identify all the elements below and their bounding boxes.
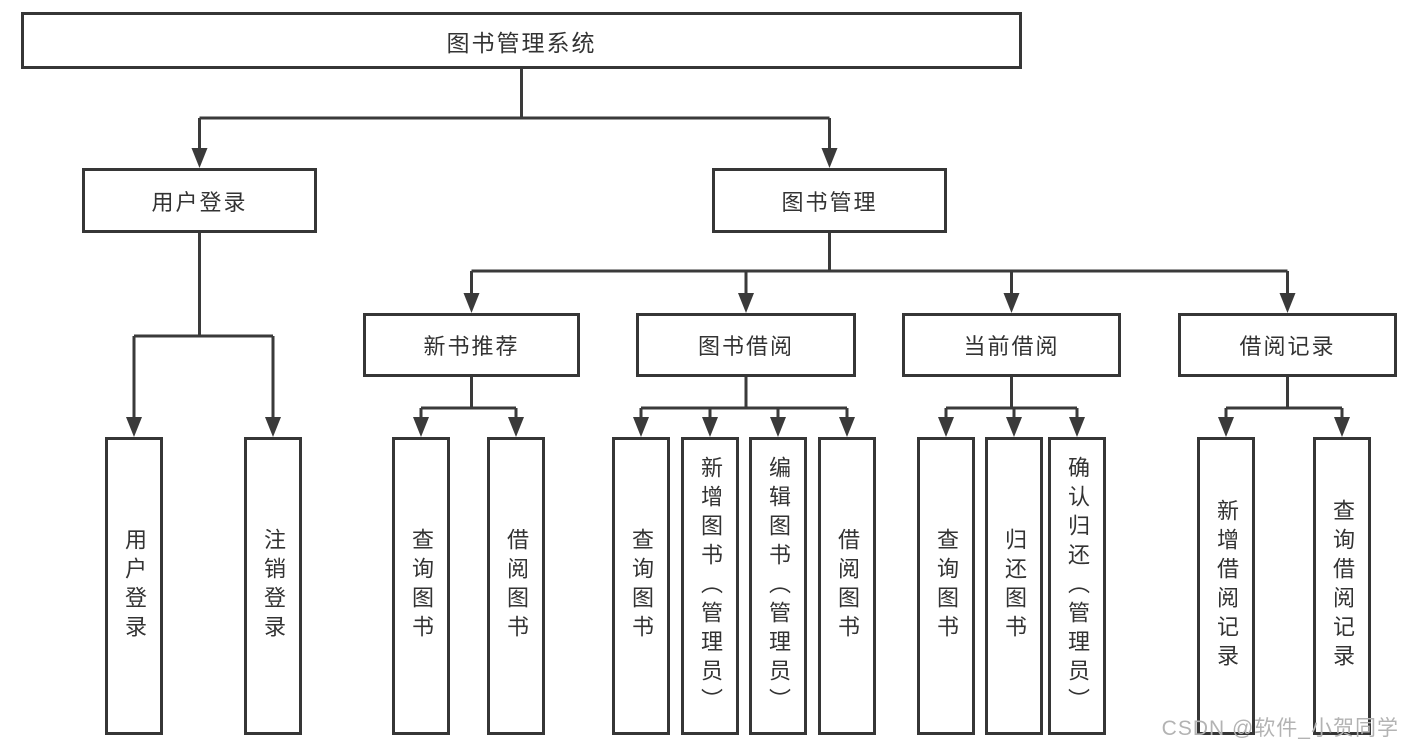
arrowhead (1006, 417, 1022, 437)
node-root: 图书管理系统 (21, 12, 1022, 69)
node-current-borrow: 当前借阅 (902, 313, 1121, 377)
leaf-logout: 注销登录 (244, 437, 302, 735)
leaf-nb-query-book-label: 查询图书 (409, 528, 434, 644)
arrowhead (1069, 417, 1085, 437)
node-book-management: 图书管理 (712, 168, 947, 233)
csdn-watermark: CSDN @软件_小贺同学 (1161, 717, 1399, 740)
arrowhead (191, 148, 208, 168)
leaf-nb-query-book: 查询图书 (392, 437, 450, 735)
arrowhead (738, 293, 754, 313)
arrowhead (1279, 293, 1296, 313)
leaf-cb-query-book-label: 查询图书 (934, 528, 959, 644)
arrowhead (702, 417, 718, 437)
node-root-label: 图书管理系统 (446, 29, 597, 56)
leaf-bb-add-book-admin-label: 新增图书（管理员） (698, 455, 723, 717)
leaf-cb-query-book: 查询图书 (917, 437, 975, 735)
arrowhead (1003, 293, 1020, 313)
node-current-borrow-label: 当前借阅 (963, 334, 1060, 359)
leaf-user-login: 用户登录 (105, 437, 163, 735)
arrowhead (463, 293, 480, 313)
arrowhead (770, 417, 786, 437)
arrowhead (413, 417, 429, 437)
node-book-borrow: 图书借阅 (636, 313, 856, 377)
arrowhead (821, 148, 838, 168)
arrowhead (633, 417, 649, 437)
node-new-book-recommend-label: 新书推荐 (423, 334, 520, 359)
connector-user-login-children (126, 232, 281, 437)
arrowhead (265, 417, 281, 437)
leaf-bb-borrow-book-label: 借阅图书 (835, 528, 860, 644)
leaf-br-query-record-label: 查询借阅记录 (1330, 499, 1355, 673)
node-new-book-recommend: 新书推荐 (363, 313, 580, 377)
leaf-cb-confirm-return-admin-label: 确认归还（管理员） (1065, 455, 1090, 717)
arrowhead (938, 417, 954, 437)
leaf-bb-query-book: 查询图书 (612, 437, 670, 735)
leaf-user-login-label: 用户登录 (122, 528, 147, 644)
leaf-bb-borrow-book: 借阅图书 (818, 437, 876, 735)
leaf-br-query-record: 查询借阅记录 (1313, 437, 1371, 735)
connector-root-to-level2 (191, 68, 838, 168)
arrowhead (1218, 417, 1234, 437)
leaf-cb-confirm-return-admin: 确认归还（管理员） (1048, 437, 1106, 735)
node-book-borrow-label: 图书借阅 (697, 334, 794, 359)
node-user-login-label: 用户登录 (151, 189, 248, 215)
leaf-nb-borrow-book: 借阅图书 (487, 437, 545, 735)
leaf-bb-add-book-admin: 新增图书（管理员） (681, 437, 739, 735)
leaf-bb-query-book-label: 查询图书 (629, 528, 654, 644)
leaf-cb-return-book: 归还图书 (985, 437, 1043, 735)
leaf-br-add-record-label: 新增借阅记录 (1214, 499, 1239, 673)
connector-book-borrow-children (633, 377, 855, 437)
node-borrow-record-label: 借阅记录 (1239, 334, 1336, 359)
arrowhead (1334, 417, 1350, 437)
node-book-management-label: 图书管理 (781, 189, 878, 215)
connector-book-mgmt-children (463, 232, 1296, 313)
node-user-login: 用户登录 (82, 168, 317, 233)
arrowhead (839, 417, 855, 437)
leaf-logout-label: 注销登录 (261, 528, 286, 644)
leaf-nb-borrow-book-label: 借阅图书 (504, 528, 529, 644)
connector-current-borrow-children (938, 377, 1085, 437)
leaf-bb-edit-book-admin: 编辑图书（管理员） (749, 437, 807, 735)
connector-borrow-record-children (1218, 377, 1350, 437)
leaf-bb-edit-book-admin-label: 编辑图书（管理员） (766, 455, 791, 717)
arrowhead (508, 417, 524, 437)
node-borrow-record: 借阅记录 (1178, 313, 1397, 377)
leaf-cb-return-book-label: 归还图书 (1002, 528, 1027, 644)
leaf-br-add-record: 新增借阅记录 (1197, 437, 1255, 735)
connector-new-book-children (413, 377, 524, 437)
arrowhead (126, 417, 142, 437)
